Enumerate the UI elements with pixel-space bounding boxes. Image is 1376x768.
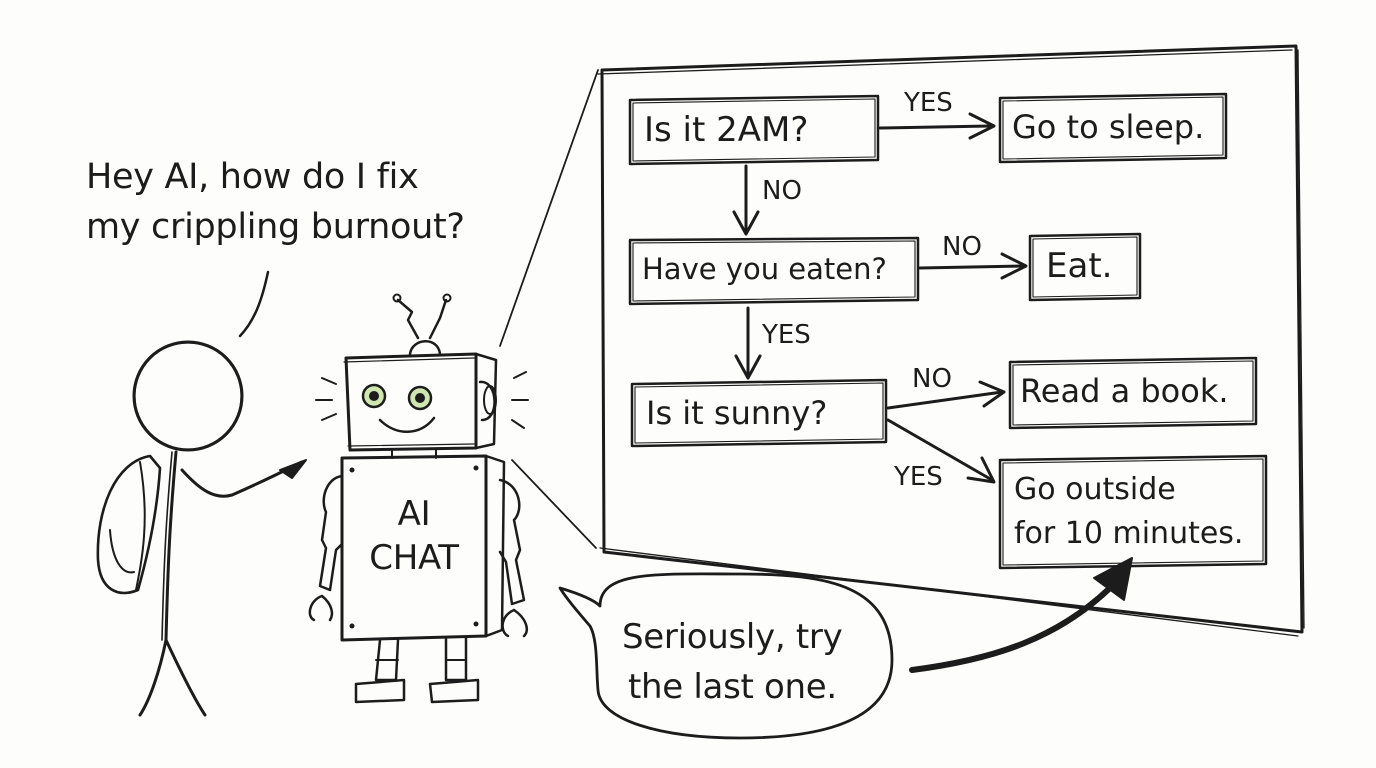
robot-chest-label: AI CHAT [354, 492, 474, 580]
robot-speech: Seriously, try the last one. [622, 612, 843, 712]
flow-box-q2 [628, 236, 920, 306]
flowchart-panel [600, 44, 1304, 634]
flow-box-q3 [630, 378, 888, 448]
robot-antenna-left [396, 298, 420, 340]
flow-a1-label: Go to sleep. [1012, 108, 1205, 146]
stick-figure-leg-left [138, 638, 168, 717]
edge-label-q2-yes: YES [762, 320, 811, 350]
flow-a4-label: Go outside for 10 minutes. [1014, 468, 1243, 556]
stick-figure [96, 340, 307, 717]
flow-box-a2 [1028, 232, 1142, 302]
robot-foot-left [354, 678, 406, 704]
arrow-q1-yes [878, 124, 992, 130]
robot-speech-line-1: Seriously, try [622, 617, 843, 657]
robot-foot-right [428, 678, 480, 704]
robot-arm-left [318, 474, 344, 592]
flow-a4-line-1: Go outside [1014, 472, 1176, 507]
zoom-line-top [499, 69, 599, 347]
stick-figure-backpack [96, 454, 162, 595]
robot-antenna-right [428, 298, 448, 340]
zoom-line-bottom [511, 459, 597, 549]
robot [308, 293, 529, 704]
flow-q1-label: Is it 2AM? [644, 110, 809, 150]
stick-figure-leg-right [164, 638, 207, 717]
flow-a4-line-2: for 10 minutes. [1014, 516, 1244, 551]
robot-glow-marks [315, 371, 529, 429]
robot-speech-line-2: the last one. [628, 667, 837, 707]
robot-speech-bubble [558, 572, 894, 740]
human-speech-line-2: my crippling burnout? [86, 207, 465, 247]
robot-ear [478, 380, 496, 422]
flow-box-q1 [628, 94, 880, 166]
flow-box-a4 [998, 454, 1268, 570]
human-speech: Hey AI, how do I fix my crippling burnou… [86, 152, 465, 252]
human-speech-line-1: Hey AI, how do I fix [86, 157, 419, 197]
robot-chest-line-1: AI [397, 494, 431, 534]
pointing-arrow [909, 577, 1121, 673]
arrow-q2-no [918, 264, 1024, 270]
arrow-q3-yes [886, 418, 994, 482]
robot-smile [378, 416, 436, 433]
human-speech-tail [238, 270, 270, 338]
flow-a3-label: Read a book. [1020, 372, 1229, 410]
robot-chest-line-2: CHAT [369, 538, 459, 578]
stick-figure-head [132, 340, 244, 452]
edge-label-q1-no: NO [762, 176, 802, 206]
stick-figure-body [164, 450, 178, 642]
flow-q2-label: Have you eaten? [642, 252, 887, 286]
edge-label-q3-no: NO [912, 364, 952, 394]
arrow-q3-no [886, 390, 1004, 410]
stick-figure-arm [180, 460, 304, 498]
flow-box-a1 [998, 92, 1228, 164]
edge-label-q1-yes: YES [904, 88, 953, 118]
flow-a2-label: Eat. [1046, 246, 1113, 286]
edge-label-q2-no: NO [942, 232, 982, 262]
robot-arm-right [498, 478, 526, 606]
flow-q3-label: Is it sunny? [646, 394, 828, 432]
edge-label-q3-yes: YES [894, 462, 943, 492]
flow-box-a3 [1008, 356, 1258, 430]
